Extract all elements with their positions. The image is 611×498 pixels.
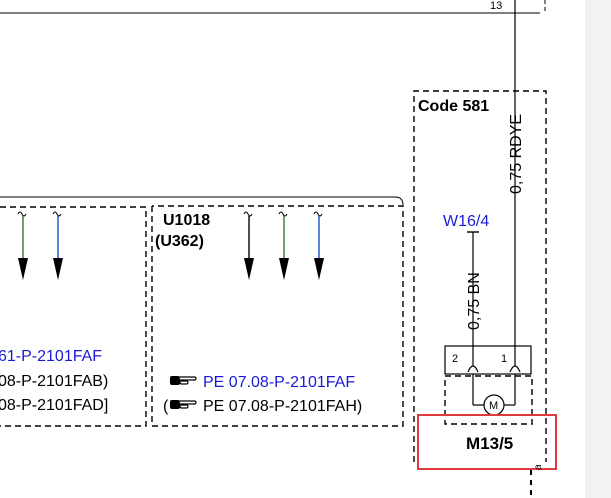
module-wire-green <box>278 211 289 280</box>
pin-2-socket <box>467 365 479 373</box>
top-number: 13 <box>490 0 502 12</box>
motor-component-box <box>444 375 533 425</box>
pointing-hand-icon <box>170 400 197 409</box>
u1018-module-box <box>151 205 404 427</box>
module-alt-name: (U362) <box>155 233 204 250</box>
left-wire-blue <box>52 211 63 280</box>
module-wire-blue <box>313 211 324 280</box>
module-ref-link-1[interactable]: PE 07.08-P-2101FAF <box>203 374 355 391</box>
component-label[interactable]: M13/5 <box>466 434 513 453</box>
left-module-top-corner <box>394 196 404 206</box>
component-highlight-box <box>417 414 557 470</box>
motor-symbol: M <box>489 400 498 412</box>
connector-box <box>444 345 532 375</box>
module-wire-black <box>243 211 254 280</box>
side-text: a <box>533 464 544 470</box>
code-581-boundary <box>413 90 547 462</box>
rdye-wire-label: 0,75 RDYE <box>508 114 525 194</box>
pointing-hand-icon <box>170 376 197 385</box>
module-ref-2-open: ( <box>163 398 169 415</box>
left-ref-3: 08-P-2101FAD] <box>0 397 108 414</box>
bn-wire-label: 0,75 BN <box>466 272 483 330</box>
module-ref-2: PE 07.08-P-2101FAH) <box>203 398 362 415</box>
left-ref-2: 08-P-2101FAB) <box>0 373 108 390</box>
code-label: Code 581 <box>418 98 489 115</box>
pin-2-label: 2 <box>452 353 458 365</box>
ground-point-link[interactable]: W16/4 <box>443 213 489 230</box>
left-wire-green <box>17 211 28 280</box>
right-margin <box>585 0 611 498</box>
module-name: U1018 <box>163 212 210 229</box>
pin-1-label: 1 <box>501 353 507 365</box>
pin-1-socket <box>509 365 521 373</box>
left-ref-link-1[interactable]: 61-P-2101FAF <box>0 348 102 365</box>
left-module-box <box>0 206 147 427</box>
